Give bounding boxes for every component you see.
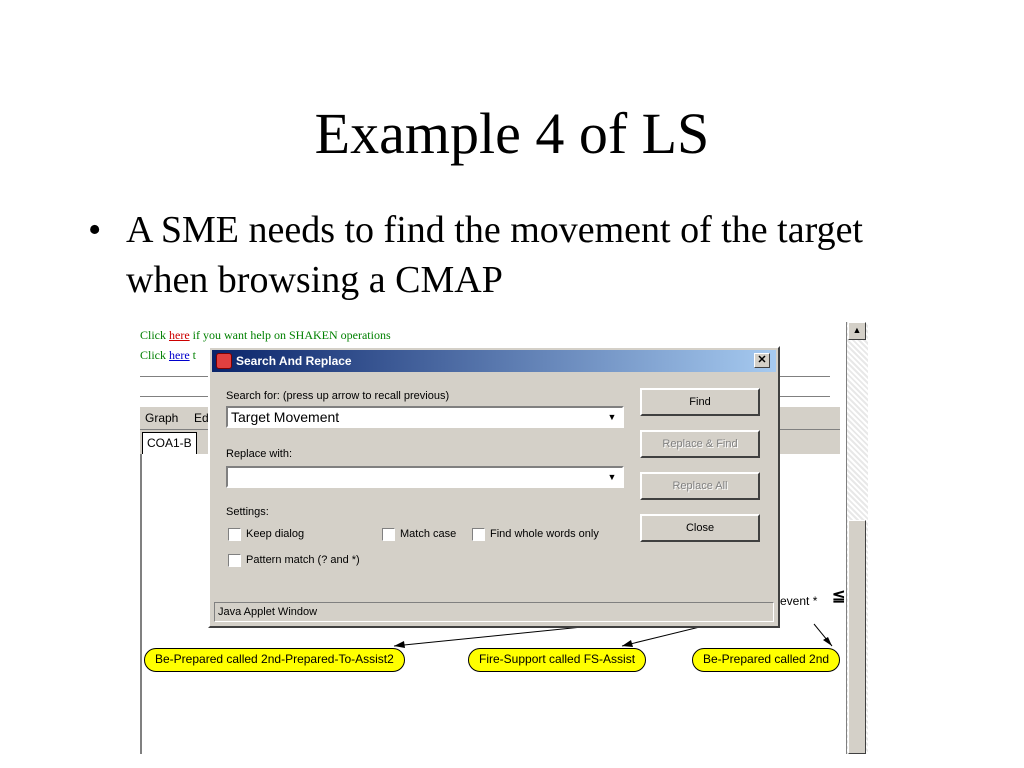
menu-edit[interactable]: Ed: [194, 411, 209, 425]
close-button[interactable]: Close: [640, 514, 760, 542]
tab-coa1-b[interactable]: COA1-B: [142, 432, 197, 454]
slide-title: Example 4 of LS: [314, 101, 710, 166]
scroll-thumb[interactable]: [848, 520, 866, 754]
cmap-node[interactable]: Fire-Support called FS-Assist: [468, 648, 647, 672]
java-app-icon: [216, 353, 232, 369]
help-link-1[interactable]: here: [169, 328, 190, 342]
find-button[interactable]: Find: [640, 388, 760, 416]
replace-all-button[interactable]: Replace All: [640, 472, 760, 500]
help-line-2-suffix: t: [189, 348, 196, 362]
search-replace-dialog: Search And Replace ✕ Search for: (press …: [208, 346, 780, 628]
replace-combobox[interactable]: ▼: [226, 466, 624, 488]
settings-label: Settings:: [226, 506, 269, 518]
cmap-node[interactable]: Be-Prepared called 2nd-Prepared-To-Assis…: [144, 648, 405, 672]
status-bar: Java Applet Window: [214, 602, 774, 622]
pattern-match-label: Pattern match (? and *): [246, 554, 360, 566]
close-icon[interactable]: ✕: [754, 353, 770, 368]
help-line-1-prefix: Click: [140, 328, 169, 342]
status-text: Java Applet Window: [218, 606, 318, 618]
scroll-up-icon[interactable]: ▲: [848, 322, 866, 340]
event-label: event *: [780, 594, 818, 608]
keep-dialog-label: Keep dialog: [246, 528, 305, 540]
vertical-scrollbar[interactable]: ▲: [846, 322, 868, 754]
menu-graph[interactable]: Graph: [145, 411, 179, 425]
search-combobox[interactable]: Target Movement ▼: [226, 406, 624, 428]
bullet-marker: •: [88, 209, 102, 251]
match-case-checkbox[interactable]: [382, 528, 395, 541]
bullet-text: A SME needs to find the movement of the …: [126, 209, 863, 301]
cmap-node[interactable]: Be-Prepared called 2nd: [692, 648, 841, 672]
search-value: Target Movement: [231, 409, 340, 425]
event-glyph-icon: ≦: [832, 588, 846, 605]
help-line-1: Click here if you want help on SHAKEN op…: [140, 328, 391, 343]
replace-find-button[interactable]: Replace & Find: [640, 430, 760, 458]
dialog-title: Search And Replace: [236, 354, 352, 368]
whole-words-label: Find whole words only: [490, 528, 599, 540]
help-line-2: Click here t: [140, 348, 196, 363]
chevron-down-icon[interactable]: ▼: [607, 412, 617, 422]
chevron-down-icon[interactable]: ▼: [607, 472, 617, 482]
keep-dialog-checkbox[interactable]: [228, 528, 241, 541]
search-label: Search for: (press up arrow to recall pr…: [226, 390, 450, 402]
whole-words-checkbox[interactable]: [472, 528, 485, 541]
dialog-title-bar[interactable]: Search And Replace ✕: [212, 350, 776, 372]
help-line-1-suffix: if you want help on SHAKEN operations: [189, 328, 391, 342]
pattern-match-checkbox[interactable]: [228, 554, 241, 567]
help-link-2[interactable]: here: [169, 348, 190, 362]
replace-label: Replace with:: [226, 448, 293, 460]
match-case-label: Match case: [400, 528, 457, 540]
help-line-2-prefix: Click: [140, 348, 169, 362]
